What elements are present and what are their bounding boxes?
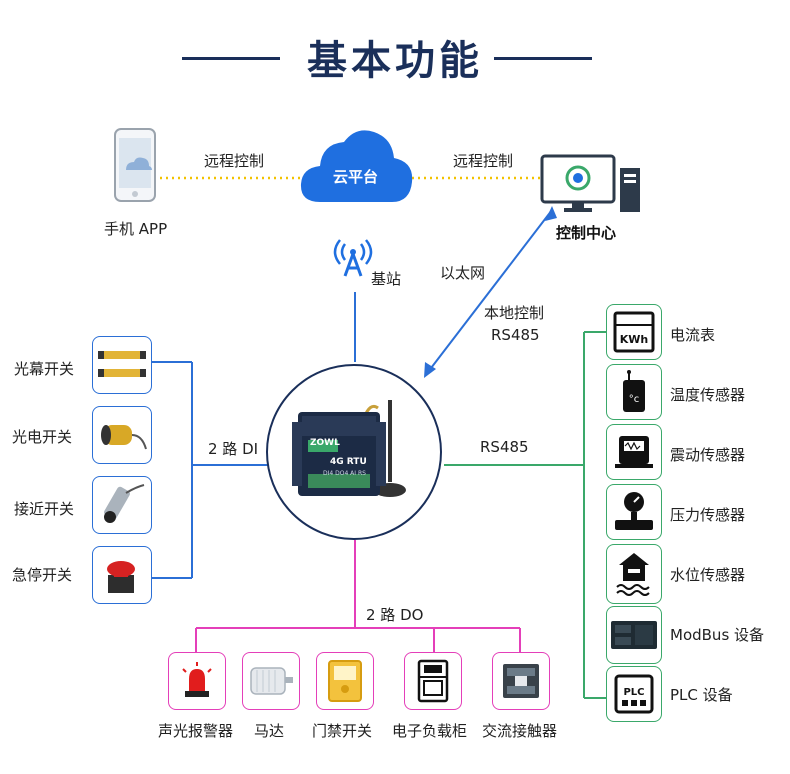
sensor-label-ammeter: 电流表 [670, 326, 716, 344]
output-label-contactor: 交流接触器 [482, 722, 558, 740]
rtu-device [266, 364, 442, 540]
cloud-label: 云平台 [333, 168, 379, 186]
title-line-right [494, 57, 592, 60]
page-title: 基本功能 [307, 38, 483, 84]
pressure-sensor-icon [606, 484, 662, 540]
sensor-label-modbus: ModBus 设备 [670, 626, 765, 644]
plc-device-icon: PLC [606, 666, 662, 722]
computer-icon [540, 154, 642, 214]
local-control-label: 本地控制 [484, 304, 545, 322]
device-sub: DI4 DO4 AI RS [323, 470, 366, 477]
input-label-photoelectric: 光电开关 [12, 428, 73, 446]
phone-icon [114, 128, 156, 202]
output-label-load-cabinet: 电子负载柜 [392, 722, 468, 740]
base-station-label: 基站 [371, 270, 402, 288]
control-center-label: 控制中心 [556, 224, 617, 242]
sensor-label-water-level: 水位传感器 [670, 566, 746, 584]
device-model: 4G RTU [330, 457, 367, 467]
vibration-sensor-icon [606, 424, 662, 480]
access-control-icon [316, 652, 374, 710]
light-curtain-icon [92, 336, 152, 394]
title-line-left [182, 57, 280, 60]
output-label-alarm: 声光报警器 [158, 722, 234, 740]
proximity-switch-icon [92, 476, 152, 534]
water-level-sensor-icon [606, 544, 662, 604]
di-label: 2 路 DI [208, 440, 259, 458]
temperature-icon-text: °c [629, 394, 640, 405]
alarm-light-icon [168, 652, 226, 710]
sensor-label-temperature: 温度传感器 [670, 386, 746, 404]
ethernet-label: 以太网 [440, 264, 486, 282]
device-brand: ZOWL [310, 438, 340, 448]
ammeter-icon: KWh [606, 304, 662, 360]
emergency-stop-icon [92, 546, 152, 604]
sensor-label-plc: PLC 设备 [670, 686, 733, 704]
photoelectric-switch-icon [92, 406, 152, 464]
antenna-icon [333, 236, 373, 278]
input-label-proximity: 接近开关 [14, 500, 75, 518]
output-label-motor: 马达 [254, 722, 285, 740]
remote-control-left-label: 远程控制 [204, 152, 265, 170]
sensor-label-pressure: 压力传感器 [670, 506, 746, 524]
sensor-label-vibration: 震动传感器 [670, 446, 746, 464]
phone-label: 手机 APP [104, 220, 168, 238]
cloud-icon [298, 124, 416, 206]
temperature-sensor-icon: °c [606, 364, 662, 420]
modbus-device-icon [606, 606, 662, 664]
do-label: 2 路 DO [366, 606, 424, 624]
motor-icon [242, 652, 300, 710]
output-label-access: 门禁开关 [312, 722, 373, 740]
input-label-light-curtain: 光幕开关 [14, 360, 75, 378]
rs485-local-label: RS485 [491, 326, 540, 344]
ammeter-icon-text: KWh [620, 333, 649, 346]
input-label-emergency-stop: 急停开关 [12, 566, 73, 584]
contactor-icon [492, 652, 550, 710]
rs485-right-label: RS485 [480, 438, 529, 456]
plc-icon-text: PLC [623, 687, 644, 698]
load-cabinet-icon [404, 652, 462, 710]
remote-control-right-label: 远程控制 [453, 152, 514, 170]
